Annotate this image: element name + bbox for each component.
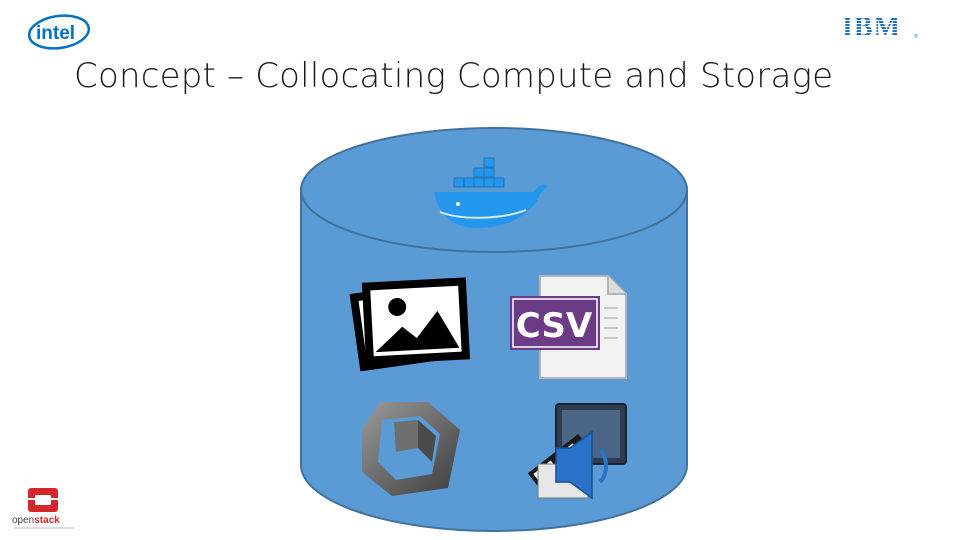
image-stack-icon — [349, 277, 471, 372]
csv-file-icon: CSV — [510, 275, 627, 379]
3d-object-icon — [362, 402, 460, 496]
openstack-wordmark: openstack — [12, 515, 60, 526]
csv-label: CSV — [516, 306, 593, 346]
media-file-icon — [527, 403, 627, 500]
docker-whale-icon — [434, 157, 548, 228]
intel-logo: intel — [27, 14, 91, 50]
svg-text:®: ® — [914, 33, 918, 40]
intel-logo-text: intel — [36, 23, 75, 44]
openstack-prefix: open — [12, 515, 35, 526]
openstack-logo — [14, 488, 74, 529]
openstack-suffix: stack — [34, 515, 60, 526]
slide-title: Concept – Collocating Compute and Storag… — [74, 56, 834, 96]
ibm-logo: IBM ® — [840, 12, 922, 40]
